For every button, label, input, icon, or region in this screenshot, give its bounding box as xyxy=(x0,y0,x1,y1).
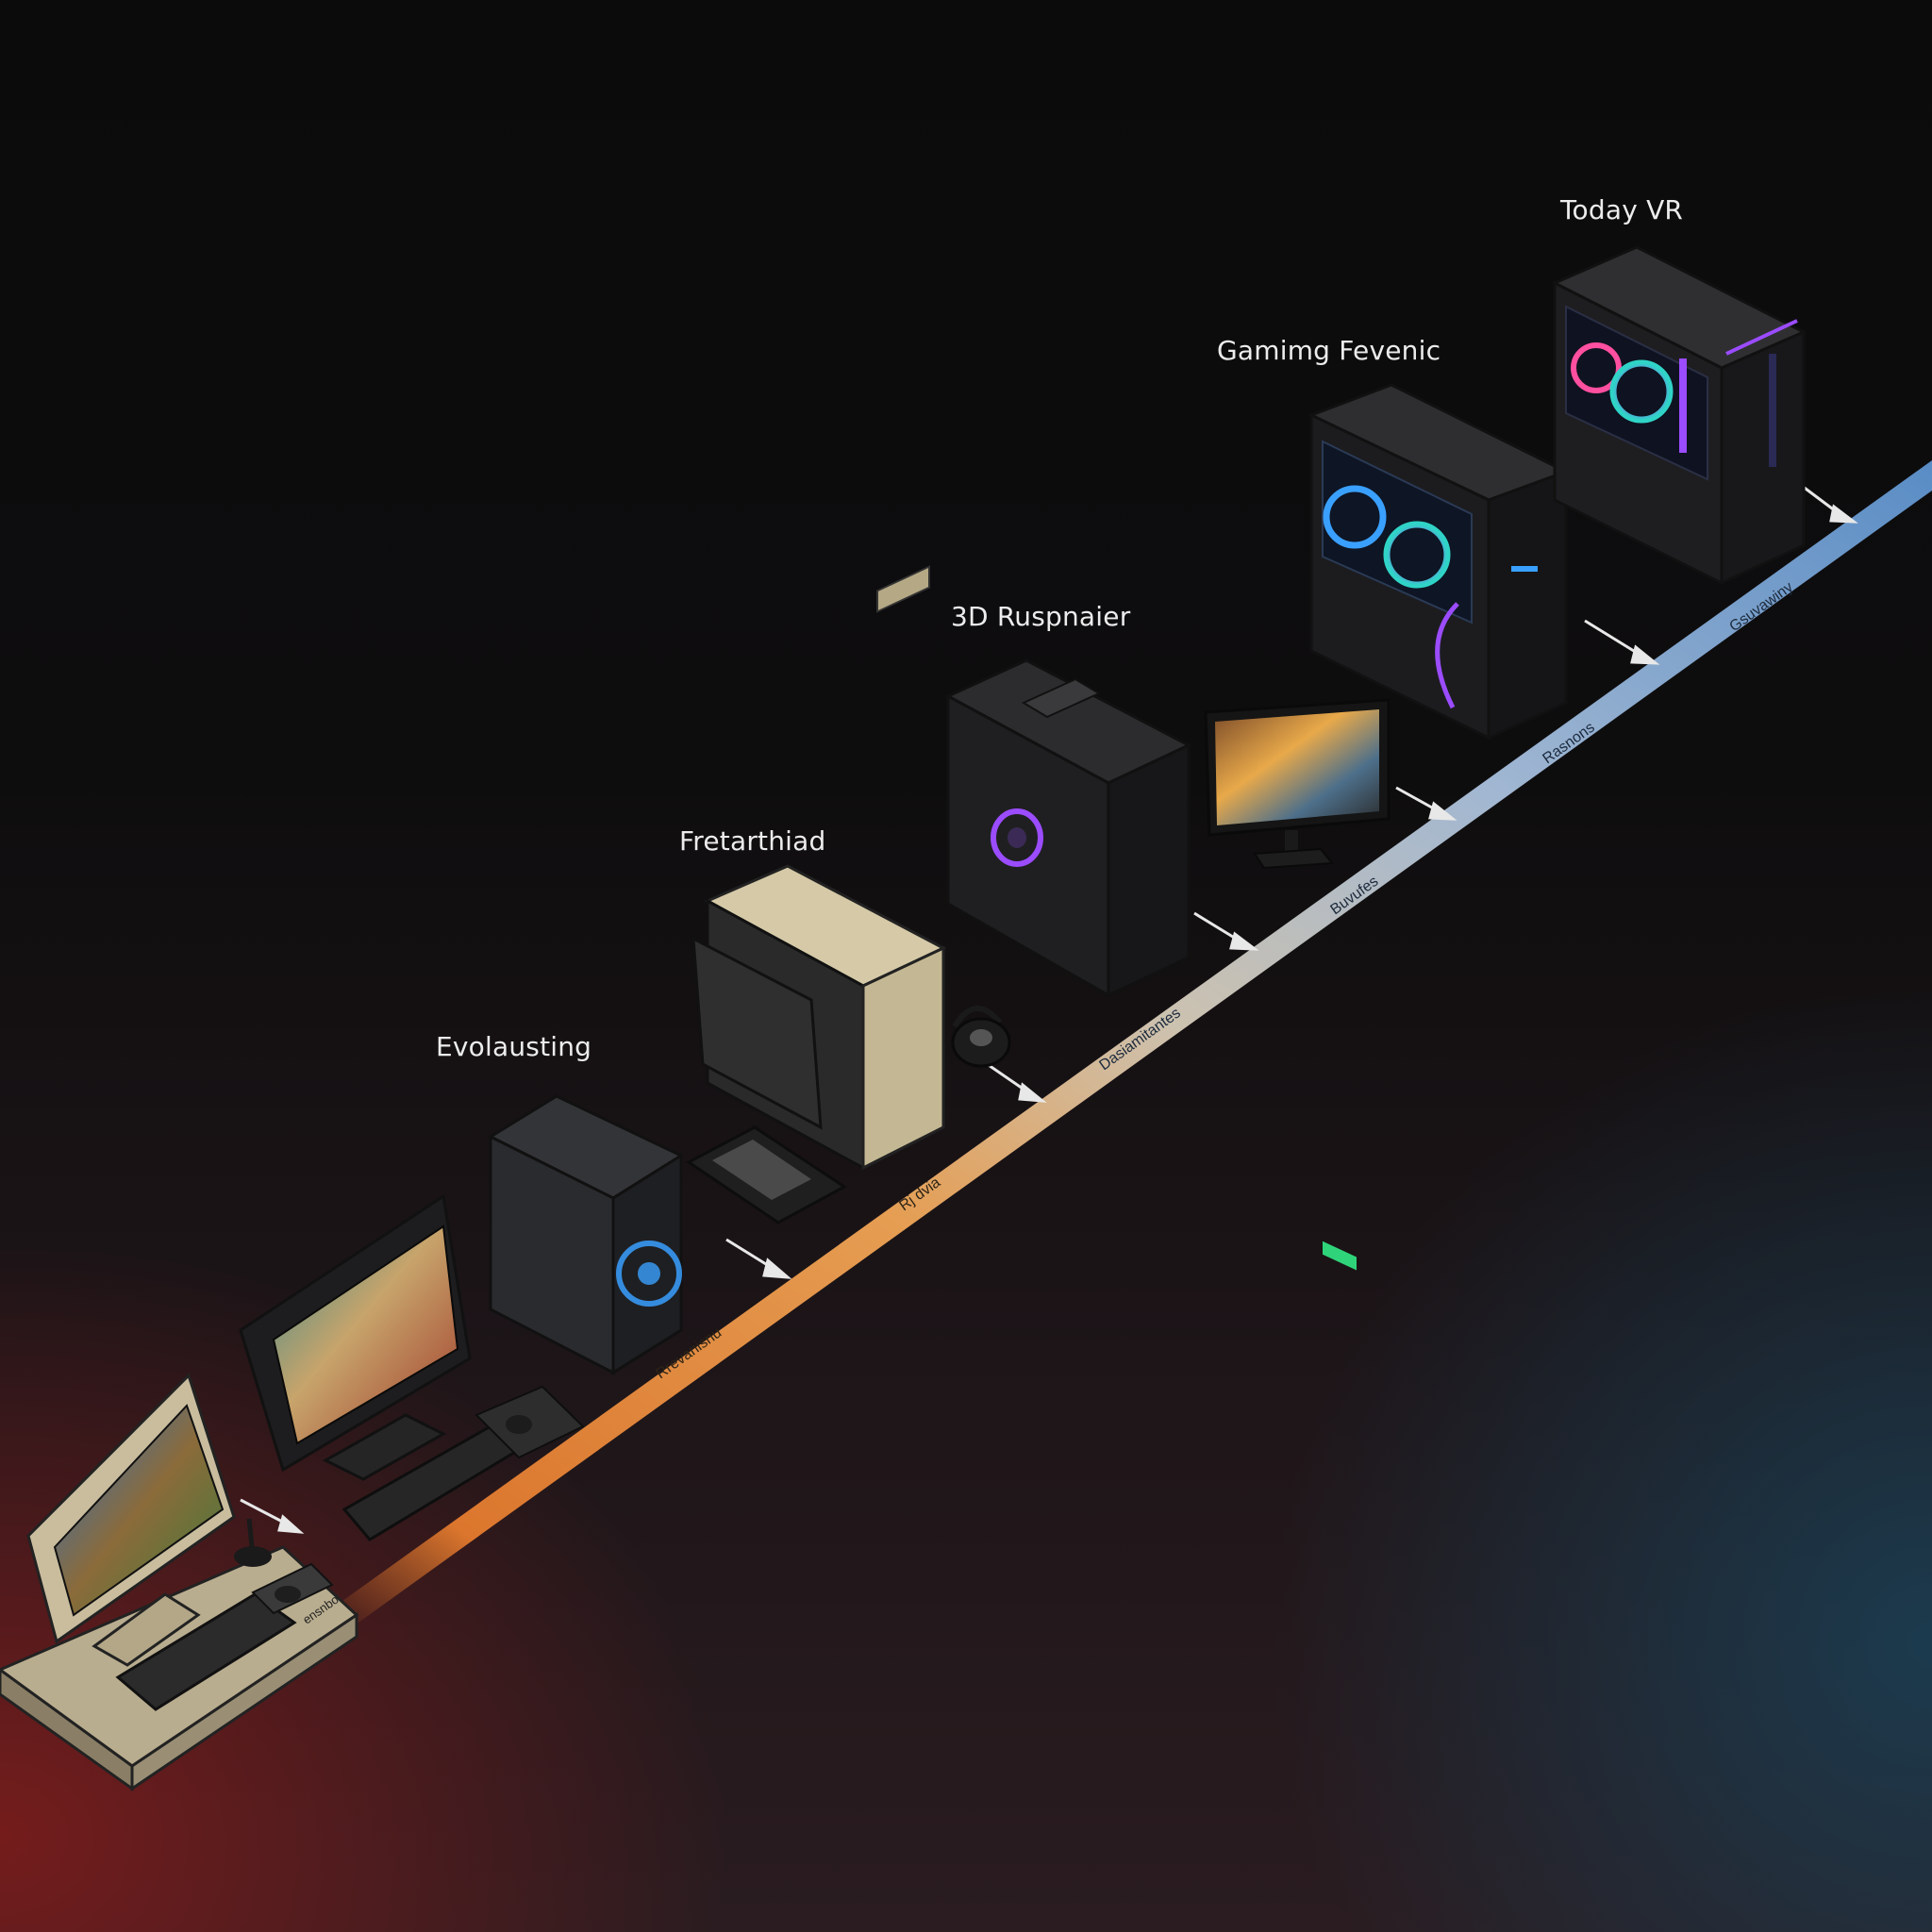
keyboard-icon xyxy=(686,1125,847,1224)
keyboard-icon xyxy=(341,1385,585,1541)
arrow-group xyxy=(240,484,1858,1534)
era-label-fretarthiad: Fretarthiad xyxy=(679,825,826,857)
tower-case-icon xyxy=(944,658,1192,998)
tower-case-icon xyxy=(487,1094,685,1375)
era-label-gamimg-fevenic: Gamimg Fevenic xyxy=(1217,335,1441,366)
arrow-icon xyxy=(725,1238,792,1279)
retro-pc-icon: ensnbo xyxy=(0,1373,359,1791)
era-label-today-vr: Today VR xyxy=(1560,194,1684,225)
gaming-monitor-icon xyxy=(1204,698,1391,870)
crt-monitor-icon xyxy=(239,1193,472,1481)
keyboard-icon xyxy=(115,1592,297,1711)
vr-tower-icon xyxy=(1551,245,1807,586)
arrow-icon xyxy=(1193,911,1259,951)
drive-bay xyxy=(876,565,930,613)
era-label-3d-ruspnaier: 3D Ruspnaier xyxy=(951,601,1131,632)
band-label: Dasiamitantes xyxy=(1096,1005,1183,1074)
arrow-icon xyxy=(1584,619,1660,665)
beige-tower-icon xyxy=(691,565,947,1171)
arrow-icon xyxy=(1395,786,1457,821)
headset-icon xyxy=(951,1005,1011,1068)
arrow-icon xyxy=(982,1059,1047,1103)
timeline-band xyxy=(332,460,1932,1623)
mouse-icon xyxy=(275,1586,301,1603)
era-label-evolausting: Evolausting xyxy=(436,1031,592,1062)
arrow-icon xyxy=(240,1498,305,1534)
arrow-icon xyxy=(1801,484,1858,524)
rgb-strip xyxy=(1323,1241,1357,1271)
rgb-tower-icon xyxy=(1307,383,1570,1271)
mouse-icon xyxy=(506,1415,532,1434)
